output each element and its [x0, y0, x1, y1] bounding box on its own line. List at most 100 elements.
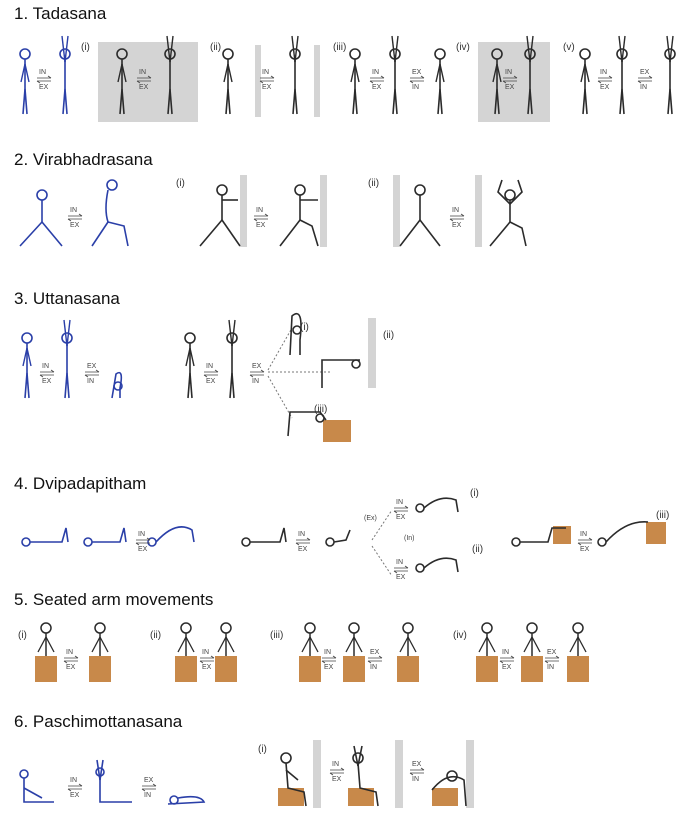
variant-label: (i)	[300, 322, 309, 333]
breath-label-bottom: IN	[144, 792, 151, 799]
breath-label-bottom: IN	[547, 664, 554, 671]
arrow-left	[393, 510, 408, 514]
breath-label-bottom: IN	[87, 378, 94, 385]
figure-warrior	[199, 184, 241, 247]
figure-arms-up	[226, 319, 238, 399]
breath-label-top: IN	[600, 69, 607, 76]
wall-panel	[313, 740, 321, 808]
row-uttanasana	[21, 312, 376, 442]
arrow-right	[503, 75, 518, 79]
arrow-right	[40, 369, 55, 373]
arrow-right	[200, 655, 215, 659]
arrow-right	[136, 537, 151, 541]
section-title-4: 4. Dvipadapitham	[14, 474, 146, 494]
breath-label-bottom: EX	[42, 378, 52, 385]
figure-lying	[21, 527, 69, 547]
breath-label-bottom: EX	[256, 222, 266, 229]
arrow-left	[141, 788, 156, 792]
figure-seated-box-bend	[431, 770, 467, 807]
wall-panel	[314, 45, 320, 117]
wall-panel	[255, 45, 261, 117]
breath-arrow: IN EX	[67, 207, 83, 229]
breath-label-top: IN	[372, 69, 379, 76]
arrow-left	[544, 660, 559, 664]
variant-label: (i)	[258, 744, 267, 755]
section-number: 1.	[14, 4, 29, 23]
box	[323, 420, 351, 442]
box	[348, 788, 374, 806]
variant-label: (i)	[176, 178, 185, 189]
breath-label-bottom: EX	[70, 222, 80, 229]
breath-label-top: EX	[412, 69, 422, 76]
breath-label-bottom: EX	[505, 84, 515, 91]
figure-arms-up	[289, 35, 301, 115]
breath-label-bottom: IN	[252, 378, 259, 385]
arrow-right	[68, 783, 83, 787]
breath-label-bottom: EX	[298, 546, 308, 553]
breath-label-top: EX	[412, 761, 422, 768]
row-paschimottanasana	[19, 740, 474, 808]
arrow-left	[367, 660, 382, 664]
arrow-right	[254, 213, 269, 217]
figure-bridge-box	[597, 521, 649, 547]
arrow-right	[85, 369, 100, 373]
arrow-left	[369, 80, 384, 84]
variant-label: (iv)	[456, 42, 470, 53]
breath-label-top: IN	[70, 207, 77, 214]
arrow-right	[296, 537, 311, 541]
figure-seated	[298, 622, 322, 683]
breath-label-bottom: EX	[139, 84, 149, 91]
arrow-left	[329, 772, 344, 776]
arrow-left	[36, 80, 51, 84]
arrow-right	[330, 767, 345, 771]
section-number: 5.	[14, 590, 29, 609]
figure-lying	[241, 527, 287, 547]
arrow-left	[67, 218, 82, 222]
section-number: 3.	[14, 289, 29, 308]
figure-bridge	[147, 526, 195, 547]
figure-seated	[174, 622, 198, 683]
row-virabhadrasana	[19, 175, 527, 247]
breath-label-top: IN	[324, 649, 331, 656]
breath-label-bottom: EX	[70, 792, 80, 799]
arrow-left	[259, 80, 274, 84]
figure-arms-up	[59, 35, 71, 115]
figure-seated	[475, 622, 499, 683]
section-title-1: 1. Tadasana	[14, 4, 106, 24]
figure-standing	[222, 48, 234, 115]
breath-label-top: IN	[138, 531, 145, 538]
breath-label-top: IN	[502, 649, 509, 656]
figure-standing	[21, 332, 33, 399]
box	[432, 788, 458, 806]
arrow-right	[37, 75, 52, 79]
breath-label-top: IN	[396, 499, 403, 506]
variant-label: (ii)	[150, 630, 161, 641]
breath-label-bottom: EX	[396, 514, 406, 521]
breath-label-top: IN	[206, 363, 213, 370]
section-name: Uttanasana	[32, 289, 120, 308]
wall-panel	[478, 42, 550, 122]
figure-forward-bend	[167, 795, 206, 805]
wall-panel	[393, 175, 400, 247]
breath-label-bottom: EX	[202, 664, 212, 671]
variant-labels: (i)(ii)(iii)(iv)(v)(i)(ii)(i)(ii)(iii)(i…	[18, 42, 669, 755]
breath-label-top: EX	[252, 363, 262, 370]
arrow-right	[142, 783, 157, 787]
box	[646, 522, 666, 544]
breath-label-small: (In)	[404, 535, 415, 542]
figure-lying	[83, 527, 127, 547]
breath-label-bottom: IN	[370, 664, 377, 671]
arrow-left	[502, 80, 517, 84]
breath-label-top: IN	[262, 69, 269, 76]
figure-seated-box-arms-up	[352, 745, 379, 807]
figure-arms-up	[664, 35, 676, 115]
breath-arrow: EX IN	[249, 363, 265, 385]
